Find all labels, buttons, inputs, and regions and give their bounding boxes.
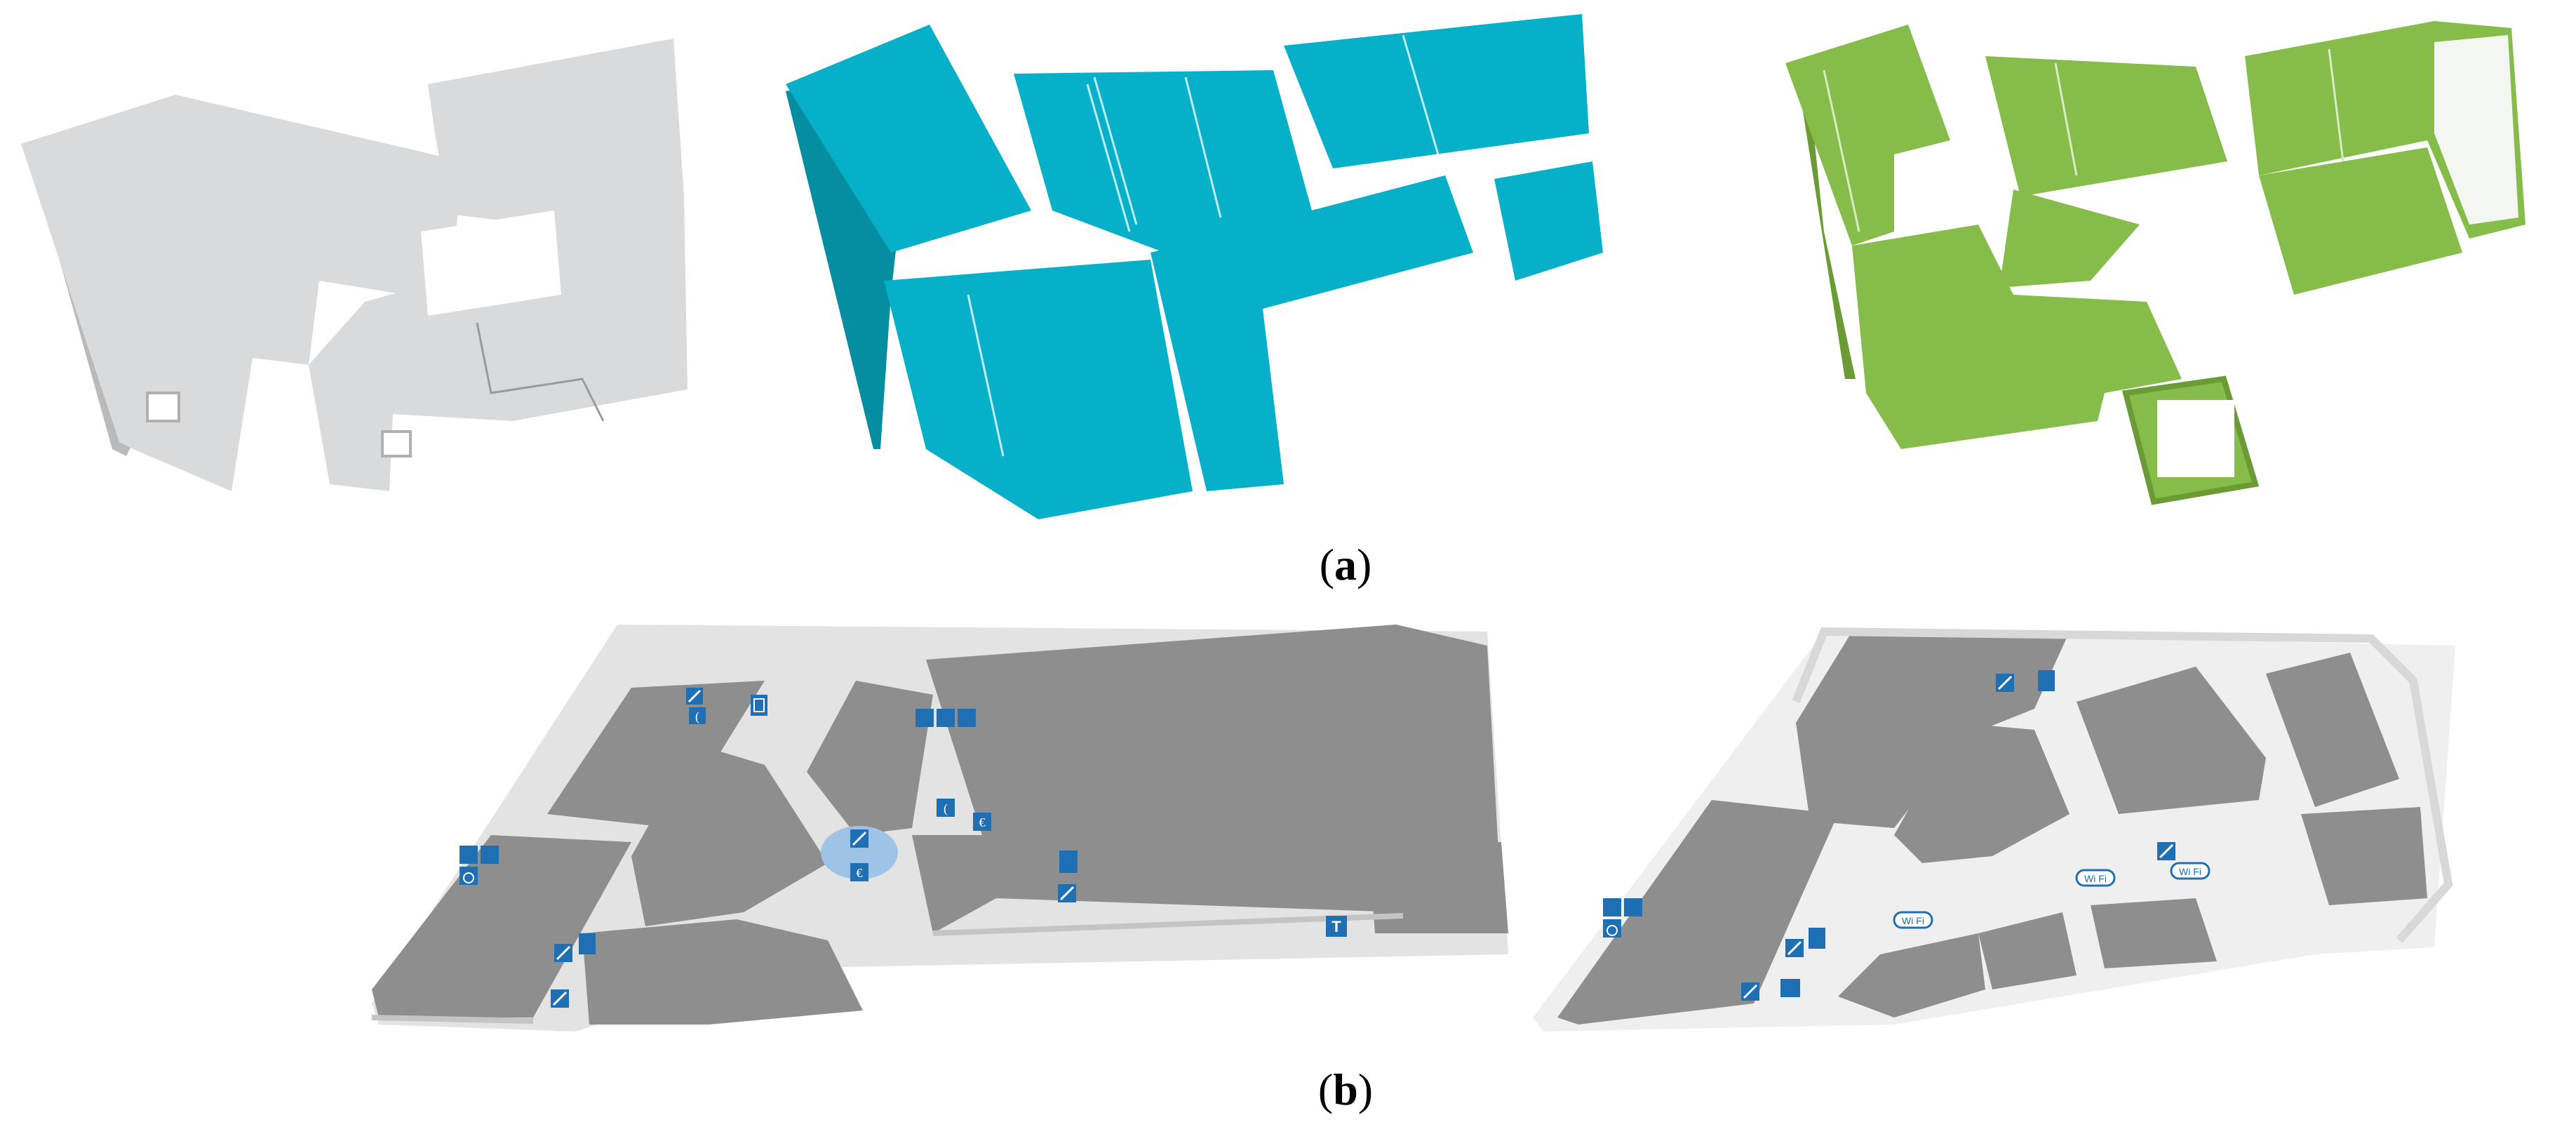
blue-plan-line-4 — [967, 294, 1005, 457]
gray-plan-lines — [476, 322, 605, 422]
green-plan-line-1 — [1823, 69, 1860, 232]
blue-floorplan — [786, 14, 1603, 519]
mall-maps-b-svg: ( ( € € T — [371, 625, 2455, 1032]
wifi-icon: Wi Fi — [2075, 869, 2116, 887]
escalator-icon — [686, 688, 703, 705]
escalator-icon — [850, 829, 868, 848]
elevator-icon — [1809, 928, 1825, 949]
info-icon — [1780, 979, 1800, 997]
escalator-icon — [554, 944, 572, 962]
escalator-icon — [1741, 982, 1759, 1001]
blue-plan-side — [786, 90, 898, 449]
gray-plan-block-right — [309, 196, 687, 491]
elevator-icon — [2038, 670, 2055, 691]
restroom-icon — [459, 846, 499, 864]
green-plan-side — [1796, 63, 1856, 379]
green-plan-void — [2157, 400, 2234, 477]
left-map-shops-south — [912, 835, 1403, 933]
svg-text:Wi Fi: Wi Fi — [1902, 915, 1924, 926]
blue-plan-block-bottomleft — [884, 260, 1193, 519]
right-map-shops-s — [1978, 912, 2077, 989]
svg-text:Wi Fi: Wi Fi — [2084, 873, 2107, 884]
blue-plan-lines — [1086, 84, 1131, 232]
right-map-outline — [1792, 627, 2453, 943]
blue-plan-block-topright — [1284, 14, 1589, 168]
wifi-icon: Wi Fi — [1893, 911, 1933, 929]
euro-icon: € — [850, 863, 868, 881]
blue-plan-line-2 — [1184, 76, 1222, 218]
right-map-shops-se — [2091, 898, 2217, 968]
left-map-wing-west — [372, 835, 631, 1018]
right-mall-map: Wi Fi Wi Fi Wi Fi — [1533, 627, 2455, 1032]
left-map-wing-nw — [547, 681, 765, 828]
svg-text:(: ( — [695, 709, 699, 724]
left-map-block-center — [631, 744, 828, 926]
wifi-icon: Wi Fi — [2170, 862, 2211, 880]
green-plan-block-midright — [2259, 147, 2462, 295]
gray-floorplan — [21, 39, 687, 491]
gray-plan-void-2 — [381, 430, 412, 458]
blue-plan-block-right — [1494, 161, 1603, 281]
escalator-icon — [2157, 842, 2175, 860]
elevator-icon — [751, 695, 767, 716]
blue-plan-block-bottom — [1151, 175, 1473, 491]
blue-plan-line-1 — [1093, 76, 1138, 225]
right-map-block-center — [1894, 723, 2069, 863]
green-plan-block-bottomleft — [1852, 225, 2182, 449]
svg-text:Wi Fi: Wi Fi — [2179, 866, 2201, 877]
right-map-wing-west — [1557, 800, 1838, 1025]
left-map-shops-sw — [582, 919, 863, 1025]
left-map-plaza — [821, 826, 898, 879]
left-map-shops-se — [1368, 842, 1508, 933]
left-map-edge — [371, 1015, 534, 1024]
gray-plan-void — [146, 392, 180, 422]
floorplans-row-a — [0, 0, 2576, 533]
left-mall-map: ( ( € € T — [371, 625, 1508, 1032]
blue-plan-block-top — [1014, 70, 1312, 253]
escalator-icon — [1996, 674, 2014, 692]
left-map-edge-2 — [932, 913, 1404, 936]
green-plan-block-top — [1985, 56, 2227, 196]
green-plan-block-mid — [1999, 189, 2140, 288]
gray-plan-block-left — [21, 95, 463, 491]
green-plan-line-3 — [2328, 48, 2344, 162]
caption-b: (b) — [1317, 1065, 1374, 1114]
blue-plan-line-3 — [1402, 34, 1440, 155]
phone-icon: ( — [689, 707, 706, 724]
left-map-hall — [926, 625, 1501, 905]
escalator-icon — [1785, 939, 1804, 957]
gray-plan-courtyard — [421, 211, 561, 316]
escalator-icon — [551, 989, 569, 1008]
gray-plan-block-topright — [428, 39, 684, 225]
euro-icon: € — [973, 813, 991, 831]
svg-text:€: € — [979, 815, 986, 829]
floorplans-a-svg — [21, 14, 2525, 519]
escalator-icon — [1058, 884, 1076, 902]
elevator-icon — [1059, 850, 1078, 873]
caption-a: (a) — [1319, 540, 1372, 589]
svg-text:€: € — [857, 866, 863, 880]
restroom-icon — [915, 709, 976, 727]
taxi-icon: T — [1326, 916, 1347, 937]
elevator-icon — [579, 933, 596, 954]
right-map-shops-sw — [1838, 933, 1985, 1018]
green-plan-void-right — [2434, 35, 2518, 225]
right-map-shops-e — [2301, 807, 2427, 905]
green-floorplan — [1785, 21, 2525, 505]
restroom-icon — [1603, 898, 1642, 916]
svg-text:T: T — [1331, 918, 1341, 935]
svg-text:(: ( — [944, 801, 948, 816]
right-map-block-east — [2077, 667, 2266, 814]
left-map-block-north — [807, 681, 933, 835]
wheelchair-icon — [459, 867, 478, 885]
phone-icon: ( — [937, 799, 955, 817]
green-plan-line-2 — [2054, 62, 2078, 176]
right-map-block-ne — [2266, 653, 2399, 807]
blue-plan-block-topleft — [786, 25, 1031, 253]
wheelchair-icon — [1603, 919, 1621, 938]
mall-maps-row-b: ( ( € € T — [0, 603, 2576, 1067]
